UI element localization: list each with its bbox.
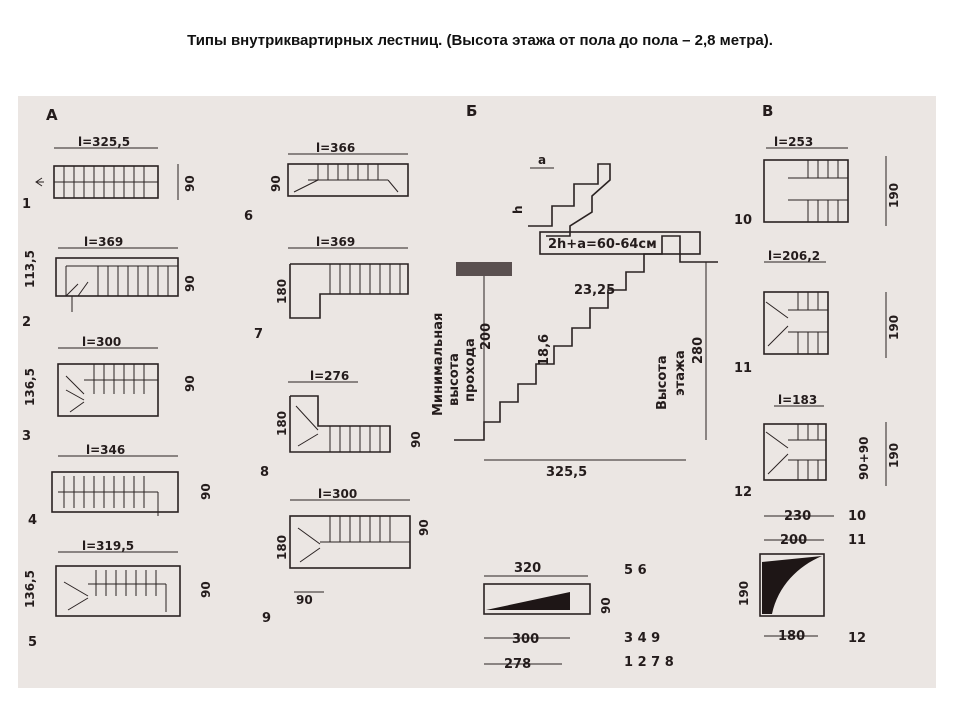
min-passage-label-3: прохода [463, 338, 478, 402]
straight-stair-plan: 320 90 300 278 5 6 3 4 9 1 2 7 8 [483, 561, 674, 672]
group-label-a: А [46, 106, 58, 124]
type-1-length: l=325,5 [78, 135, 130, 149]
stair-type-12: l=183 90+90 190 12 [734, 393, 901, 500]
step-tread: 23,25 [574, 283, 615, 298]
stair-type-9: l=300 90 180 90 9 [262, 487, 431, 626]
type-5-width: 90 [199, 581, 213, 598]
type-7-number: 7 [254, 327, 263, 342]
type-8-width-2: 90 [409, 431, 423, 448]
type-4-width: 90 [199, 483, 213, 500]
type-1-width: 90 [183, 175, 197, 192]
group-label-b: Б [466, 102, 477, 120]
straight-plan-refs-mid: 3 4 9 [624, 631, 660, 646]
step-detail-h: h [511, 205, 525, 214]
type-8-number: 8 [260, 465, 269, 480]
step-formula: 2h+a=60-64см [548, 237, 657, 252]
spiral-plan-top: 230 [784, 509, 811, 524]
section-length: 325,5 [546, 465, 587, 480]
spiral-plan-bottom: 180 [778, 629, 805, 644]
stair-type-2: l=369 113,5 90 2 [22, 235, 197, 330]
type-12-number: 12 [734, 485, 752, 500]
step-detail: a h 2h+a=60-64см [511, 153, 701, 255]
min-passage-label-1: Минимальная [431, 313, 446, 416]
stair-type-10: l=253 190 10 [734, 135, 901, 228]
type-4-number: 4 [28, 513, 37, 528]
type-2-width: 90 [183, 275, 197, 292]
stair-section: Минимальная высота прохода 200 23,25 18,… [431, 235, 718, 480]
type-10-width: 190 [887, 183, 901, 208]
type-6-number: 6 [244, 209, 253, 224]
group-label-v: В [762, 102, 773, 120]
type-5-number: 5 [28, 635, 37, 650]
type-9-length: l=300 [318, 487, 357, 501]
straight-plan-mid: 300 [512, 632, 539, 647]
slide-title: Типы внутриквартирных лестниц. (Высота э… [187, 32, 773, 49]
type-11-number: 11 [734, 361, 752, 376]
min-passage-value: 200 [479, 323, 494, 350]
straight-plan-refs-bottom: 1 2 7 8 [624, 655, 674, 670]
spiral-plan-ref-bottom: 12 [848, 631, 866, 646]
type-12-width-2: 90+90 [857, 437, 871, 480]
stair-type-1: l=325,5 90 1 [22, 135, 197, 212]
min-passage-label-2: высота [447, 353, 462, 406]
type-2-side: 113,5 [23, 250, 37, 288]
stair-type-4: l=346 90 4 [28, 443, 213, 528]
type-9-width: 180 [275, 535, 289, 560]
stair-type-7: l=369 180 7 [254, 235, 409, 342]
type-6-length: l=366 [316, 141, 355, 155]
floor-height-label-2: этажа [673, 350, 688, 396]
spiral-plan-mid: 200 [780, 533, 807, 548]
type-8-length: l=276 [310, 369, 349, 383]
type-3-number: 3 [22, 429, 31, 444]
type-2-number: 2 [22, 315, 31, 330]
type-12-length: l=183 [778, 393, 817, 407]
stair-type-3: l=300 136,5 90 3 [22, 335, 197, 444]
type-9-width-2: 90 [417, 519, 431, 536]
type-8-width: 180 [275, 411, 289, 436]
stair-types-diagram: А Б В l=325,5 90 1 l=369 113,5 90 [22, 102, 901, 672]
stair-type-5: l=319,5 136,5 90 5 [23, 539, 213, 650]
stair-type-8: l=276 180 90 8 [260, 369, 423, 480]
straight-plan-bottom: 278 [504, 657, 531, 672]
type-10-number: 10 [734, 213, 752, 228]
stair-type-6: l=366 90 6 [244, 141, 409, 224]
floor-height-label-1: Высота [655, 355, 670, 410]
type-5-length: l=319,5 [82, 539, 134, 553]
type-11-length: l=206,2 [768, 249, 820, 263]
type-11-width: 190 [887, 315, 901, 340]
type-7-width: 180 [275, 279, 289, 304]
type-2-length: l=369 [84, 235, 123, 249]
type-6-width: 90 [269, 175, 283, 192]
type-12-width: 190 [887, 443, 901, 468]
stair-type-11: l=206,2 190 11 [734, 249, 901, 376]
spiral-plan-side: 190 [737, 581, 751, 606]
type-7-length: l=369 [316, 235, 355, 249]
type-3-side: 136,5 [23, 368, 37, 406]
step-detail-a: a [538, 153, 546, 167]
type-9-number: 9 [262, 611, 271, 626]
type-10-length: l=253 [774, 135, 813, 149]
spiral-stair-plan: 230 200 190 180 10 11 12 [737, 509, 866, 646]
type-3-width: 90 [183, 375, 197, 392]
type-1-number: 1 [22, 197, 31, 212]
type-9-bottom: 90 [296, 593, 313, 607]
type-3-length: l=300 [82, 335, 121, 349]
scanned-drawing: А Б В l=325,5 90 1 l=369 113,5 90 [18, 96, 936, 688]
spiral-plan-ref-mid: 11 [848, 533, 866, 548]
type-5-side: 136,5 [23, 570, 37, 608]
straight-plan-refs-top: 5 6 [624, 563, 647, 578]
floor-height-value: 280 [691, 337, 706, 364]
spiral-plan-ref-top: 10 [848, 509, 866, 524]
straight-plan-top: 320 [514, 561, 541, 576]
straight-plan-side: 90 [599, 597, 613, 614]
step-riser: 18,6 [537, 334, 552, 366]
type-4-length: l=346 [86, 443, 125, 457]
